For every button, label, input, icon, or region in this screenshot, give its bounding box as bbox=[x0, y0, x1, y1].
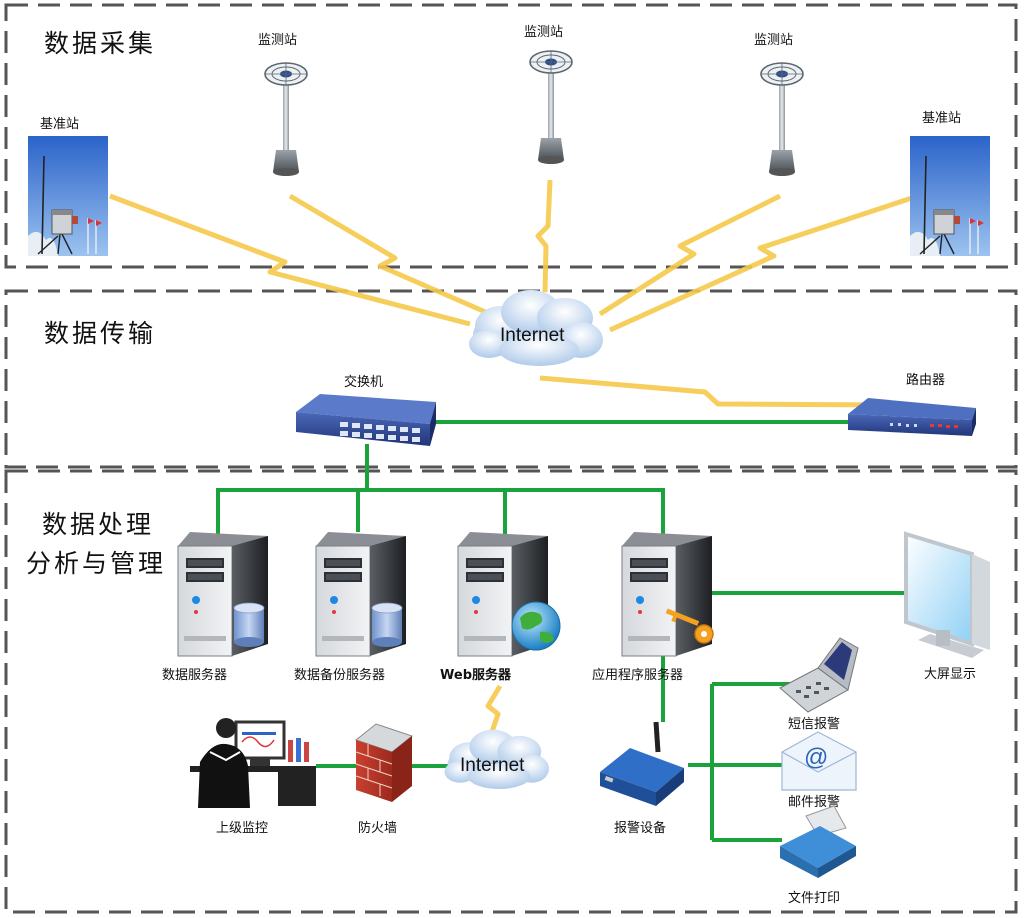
supervisor-workstation-icon bbox=[190, 718, 316, 808]
data-server-icon bbox=[177, 531, 269, 657]
section-title-process-line1: 数据处理 bbox=[42, 510, 154, 539]
label-supervisor: 上级监控 bbox=[216, 821, 268, 836]
label-base-station-right: 基准站 bbox=[922, 111, 961, 126]
wired-links bbox=[216, 420, 912, 842]
monitor-station-1-icon bbox=[264, 62, 308, 177]
section-title-transmit: 数据传输 bbox=[44, 319, 156, 348]
monitor-station-3-icon bbox=[760, 62, 804, 177]
svg-text:@: @ bbox=[804, 744, 828, 771]
section-title-process-line2: 分析与管理 bbox=[26, 549, 166, 578]
label-alarm-device: 报警设备 bbox=[614, 820, 666, 836]
label-app-server: 应用程序服务器 bbox=[592, 667, 683, 683]
base-station-right-icon bbox=[909, 135, 991, 257]
web-server-icon bbox=[457, 531, 561, 657]
label-router: 路由器 bbox=[906, 372, 945, 388]
label-backup-server: 数据备份服务器 bbox=[294, 667, 385, 683]
label-firewall: 防火墙 bbox=[358, 820, 397, 836]
router-icon bbox=[848, 398, 976, 436]
section-frame-process bbox=[4, 469, 1018, 914]
label-internet-main: Internet bbox=[500, 325, 565, 346]
label-data-server: 数据服务器 bbox=[162, 667, 227, 683]
label-monitor-station-2: 监测站 bbox=[524, 25, 563, 40]
printer-icon bbox=[780, 805, 856, 878]
label-print: 文件打印 bbox=[788, 891, 840, 906]
firewall-icon bbox=[354, 723, 414, 802]
alarm-device-icon bbox=[600, 721, 684, 806]
label-mail-alarm: 邮件报警 bbox=[788, 794, 840, 810]
key-icon bbox=[665, 608, 714, 644]
backup-server-icon bbox=[315, 531, 407, 657]
label-big-screen: 大屏显示 bbox=[924, 667, 976, 682]
section-frame-collect bbox=[4, 3, 1018, 269]
monitor-station-2-icon bbox=[529, 50, 573, 165]
section-title-collect: 数据采集 bbox=[44, 29, 156, 58]
label-switch: 交换机 bbox=[344, 374, 383, 390]
label-internet-lower: Internet bbox=[460, 755, 525, 776]
label-monitor-station-1: 监测站 bbox=[258, 33, 297, 48]
big-screen-icon bbox=[904, 531, 990, 658]
label-monitor-station-3: 监测站 bbox=[754, 33, 793, 48]
label-base-station-left: 基准站 bbox=[40, 117, 79, 132]
wireless-links bbox=[109, 179, 919, 739]
base-station-left-icon bbox=[27, 135, 109, 257]
label-web-server: Web服务器 bbox=[440, 667, 512, 683]
mail-envelope-icon: @ bbox=[781, 731, 857, 791]
sms-phone-icon bbox=[779, 637, 859, 713]
label-sms-alarm: 短信报警 bbox=[788, 716, 840, 732]
section-frame-transmit bbox=[4, 289, 1018, 469]
switch-icon bbox=[296, 394, 436, 446]
